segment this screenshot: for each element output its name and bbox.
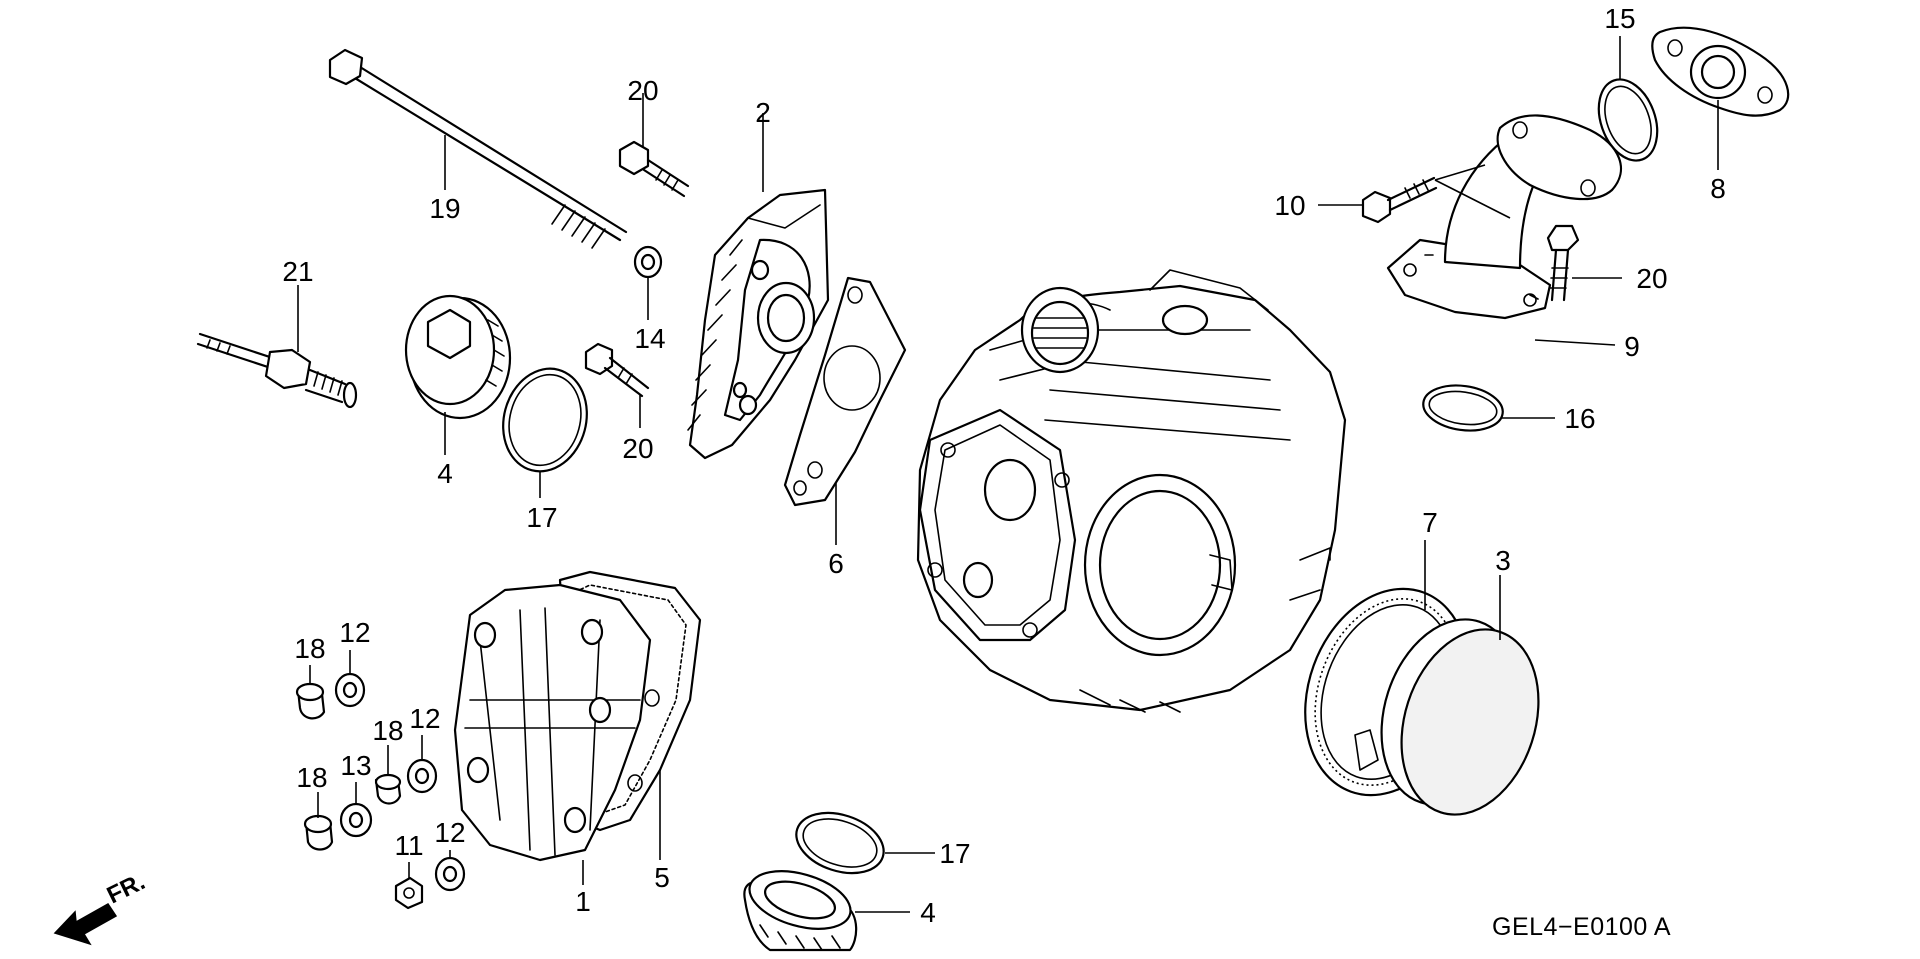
callout-7: 7	[1422, 507, 1438, 538]
tappet-cap-lower-drawing	[743, 870, 858, 952]
callout-16: 16	[1564, 403, 1595, 434]
leader-lines	[297, 36, 1719, 913]
callout-4: 4	[920, 897, 936, 928]
callout-10: 10	[1274, 190, 1305, 221]
callout-15: 15	[1604, 3, 1635, 34]
cylinder-head-side-cover-drawing	[1354, 618, 1540, 816]
callout-17: 17	[939, 838, 970, 869]
callout-9: 9	[1624, 331, 1640, 362]
bolt-flange-manifold-drawing	[1546, 224, 1580, 302]
front-indicator-label: FR.	[103, 868, 150, 909]
callout-21: 21	[282, 256, 313, 287]
callout-11: 11	[394, 830, 423, 861]
callout-12: 12	[409, 703, 440, 734]
callout-19: 19	[429, 193, 460, 224]
callout-14: 14	[634, 323, 665, 354]
o-ring-manifold-drawing	[1422, 384, 1504, 432]
intake-manifold-drawing	[1386, 114, 1622, 320]
gasket-side-drawing	[783, 276, 907, 507]
callout-3: 3	[1495, 545, 1511, 576]
front-arrow-icon	[53, 903, 118, 946]
callout-12: 12	[339, 617, 370, 648]
cylinder-head-drawing	[916, 269, 1347, 713]
callout-20: 20	[1636, 263, 1667, 294]
callout-12: 12	[434, 817, 465, 848]
callout-4: 4	[437, 458, 453, 489]
bolt-flange-upper-drawing	[618, 140, 690, 198]
callout-1: 1	[575, 886, 591, 917]
callout-13: 13	[340, 750, 371, 781]
bolt-long-drawing	[328, 48, 628, 249]
callout-6: 6	[828, 548, 844, 579]
spark-plug-drawing	[196, 332, 358, 409]
callout-8: 8	[1710, 173, 1726, 204]
o-ring-insulator-drawing	[1597, 78, 1659, 162]
callout-18: 18	[372, 715, 403, 746]
callout-18: 18	[294, 633, 325, 664]
callout-20: 20	[627, 75, 658, 106]
callout-17: 17	[526, 502, 557, 533]
callout-20: 20	[622, 433, 653, 464]
bolt-manifold-drawing	[1361, 176, 1438, 224]
bolt-flange-middle-drawing	[584, 342, 650, 398]
callout-2: 2	[755, 97, 771, 128]
callout-18: 18	[296, 762, 327, 793]
insulator-drawing	[1651, 26, 1790, 117]
washer-drawing	[633, 245, 663, 279]
o-ring-lower-drawing	[795, 811, 885, 875]
cylinder-head-cover-drawing	[453, 583, 652, 862]
o-ring-upper-drawing	[502, 367, 588, 473]
diagram-code: GEL4−E0100 A	[1492, 913, 1671, 941]
callout-5: 5	[654, 862, 670, 893]
cam-chain-tensioner-cover-drawing	[687, 188, 830, 460]
tappet-cap-upper-drawing	[404, 294, 512, 420]
callouts: 19 20 2 21 14 4 17 20 6 15 8 10 20 9 16 …	[282, 3, 1725, 928]
